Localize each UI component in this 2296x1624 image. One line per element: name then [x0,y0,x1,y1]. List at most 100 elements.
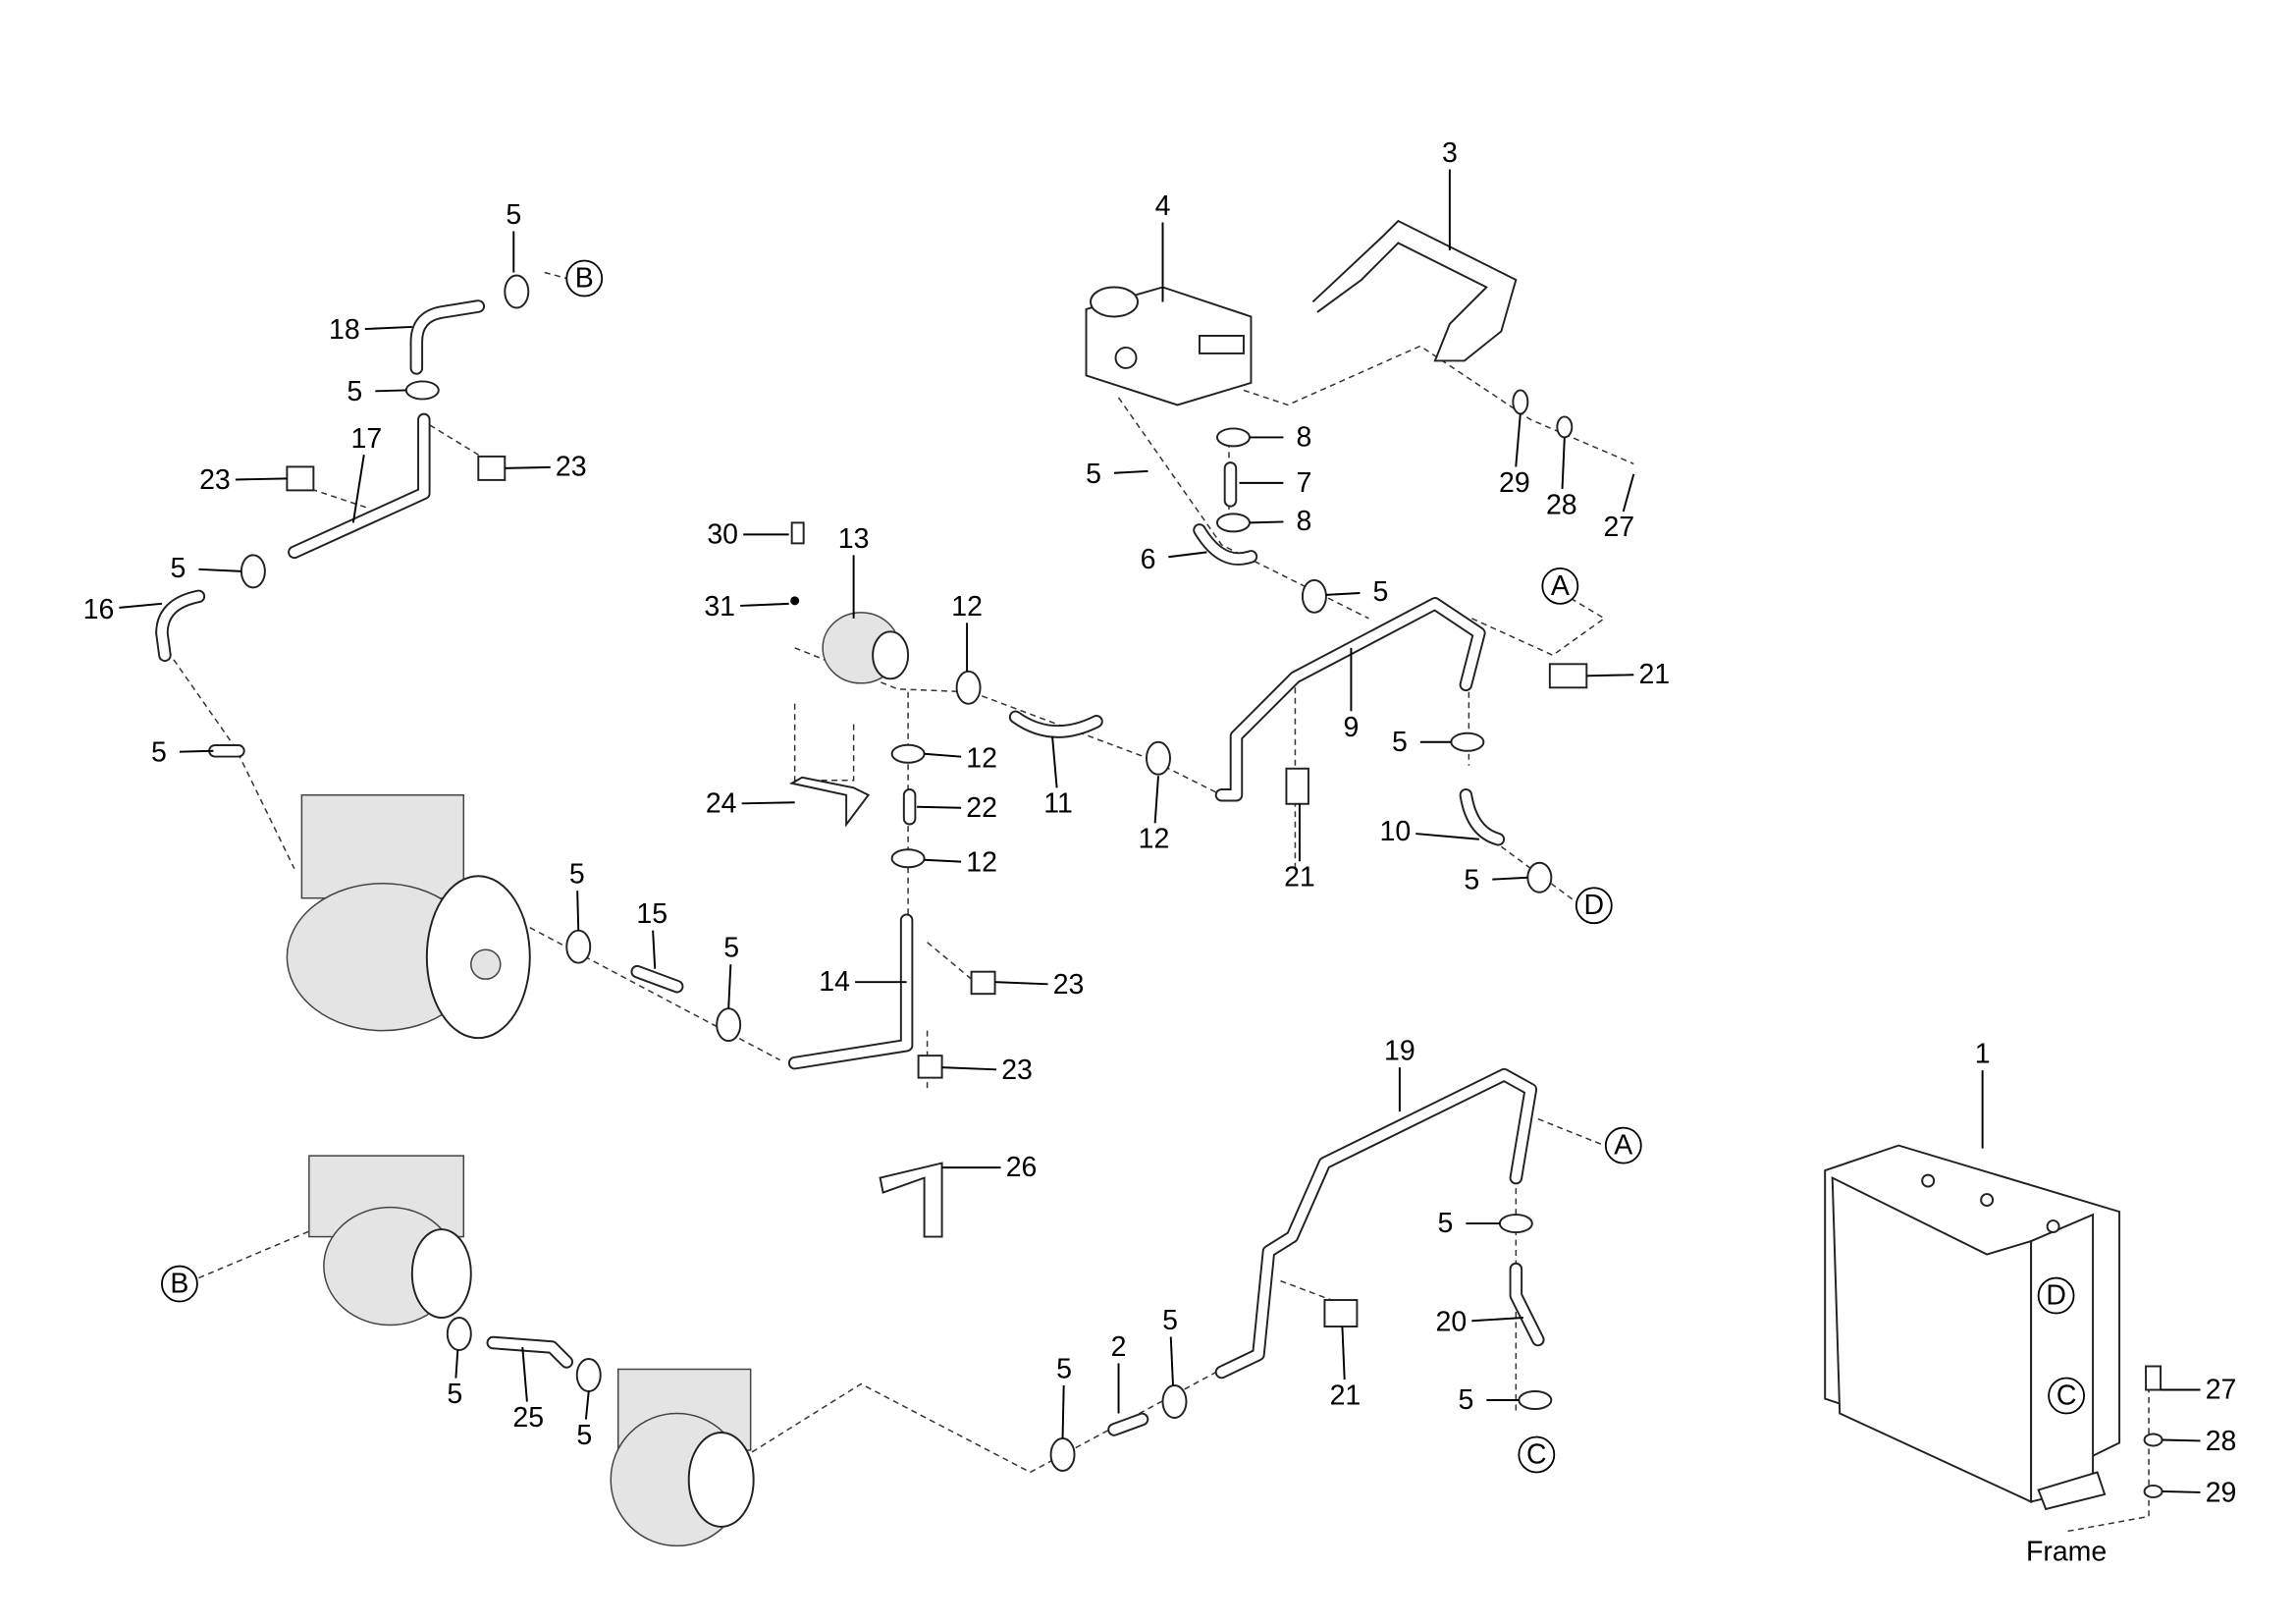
callout-number: 25 [512,1402,544,1434]
callout-number: 5 [576,1420,592,1451]
callout-number: 1 [1975,1039,1991,1070]
dashed-line [1537,1117,1605,1147]
dashed-line [198,1220,332,1279]
callout-number: 29 [1499,467,1530,499]
callout-number: 23 [1001,1055,1033,1086]
leader-line [2162,1489,2201,1493]
leader-line [1586,674,1634,677]
leader-line [1471,1317,1523,1323]
expansion-tank [1085,286,1253,406]
clamp [1548,663,1588,689]
callout-number: 3 [1442,137,1458,169]
dashed-line [173,659,295,870]
leader-line [1061,1384,1065,1438]
leader-line [1153,776,1159,824]
washer [1526,861,1553,893]
leader-line [924,858,962,863]
leader-line [1561,437,1566,489]
callout-number: 29 [2206,1477,2237,1508]
leader-line [179,749,214,753]
leader-line [924,752,962,758]
reference-circle [161,1265,198,1303]
callout-number: 5 [723,933,739,964]
callout-number: 23 [199,464,231,496]
reference-circle [1604,1126,1642,1164]
clamp [1323,1299,1359,1328]
washer [2143,1433,2163,1447]
leader-line [351,455,365,523]
callout-number: 30 [707,518,738,550]
leader-line [1168,551,1207,559]
washer [955,670,982,705]
callout-number: 5 [151,736,167,768]
callout-number: 6 [1141,544,1156,575]
reference-circle [1518,1435,1556,1474]
leader-line [1492,876,1528,881]
callout-number: 27 [2206,1374,2237,1405]
hose-inner [1511,1264,1543,1345]
reference-circle [1575,887,1613,925]
washer [1301,578,1327,614]
leader-line [740,602,789,607]
leader-line [727,964,732,1009]
callout-number: 15 [636,898,667,930]
washer [716,1007,742,1043]
callout-number: 13 [838,523,870,555]
leader-line [1249,520,1284,524]
mounting-bracket [1311,219,1518,362]
callout-number: 17 [351,423,383,455]
leader-line [2162,1438,2201,1442]
hose-inner [488,1337,572,1367]
washer [1215,513,1251,533]
clamp [477,455,507,481]
callout-number: 5 [1458,1384,1473,1416]
callout-number: 2 [1111,1331,1127,1363]
reference-label: B [170,1269,188,1300]
leader-line [1051,735,1058,788]
washer [1512,389,1529,415]
leader-line [235,477,288,481]
water-pump [788,521,943,1238]
washer [1161,1384,1188,1419]
leader-line [198,568,241,572]
callout-number: 4 [1155,190,1171,222]
clamp [917,1055,943,1079]
hose-inner [789,915,912,1068]
leader-line [576,891,580,931]
leader-line [119,602,163,609]
washer [890,848,926,869]
callout-number: 18 [329,314,360,346]
callout-number: 10 [1380,816,1412,847]
washer [240,554,266,589]
callout-number: 11 [1043,788,1073,820]
callout-number: 23 [556,451,587,482]
leader-line [1325,592,1361,596]
hose-inner [1216,599,1484,800]
callout-number: 12 [951,591,983,623]
reference-label: D [2046,1280,2066,1312]
leader-line [584,1390,590,1420]
frame-label: Frame [2026,1536,2107,1567]
hose-inner [632,966,682,992]
leader-line [1515,413,1522,467]
callout-number: 21 [1330,1380,1362,1411]
hose [787,913,914,1070]
reference-label: A [1551,570,1570,602]
washer [1556,415,1574,439]
callout-number: 5 [1086,459,1101,490]
washer [1146,740,1171,776]
clamp [970,970,996,996]
washer [565,929,592,964]
callout-number: 9 [1343,712,1359,743]
washer [1518,1390,1553,1410]
callout-number: 5 [506,199,521,231]
hose-inner [1216,1069,1536,1378]
leader-line [941,1066,997,1071]
callout-number: 12 [966,742,997,774]
callout-number: 5 [1056,1354,1072,1385]
washer [575,1358,602,1392]
dashed-line [927,942,973,980]
callout-number: 21 [1284,862,1315,893]
